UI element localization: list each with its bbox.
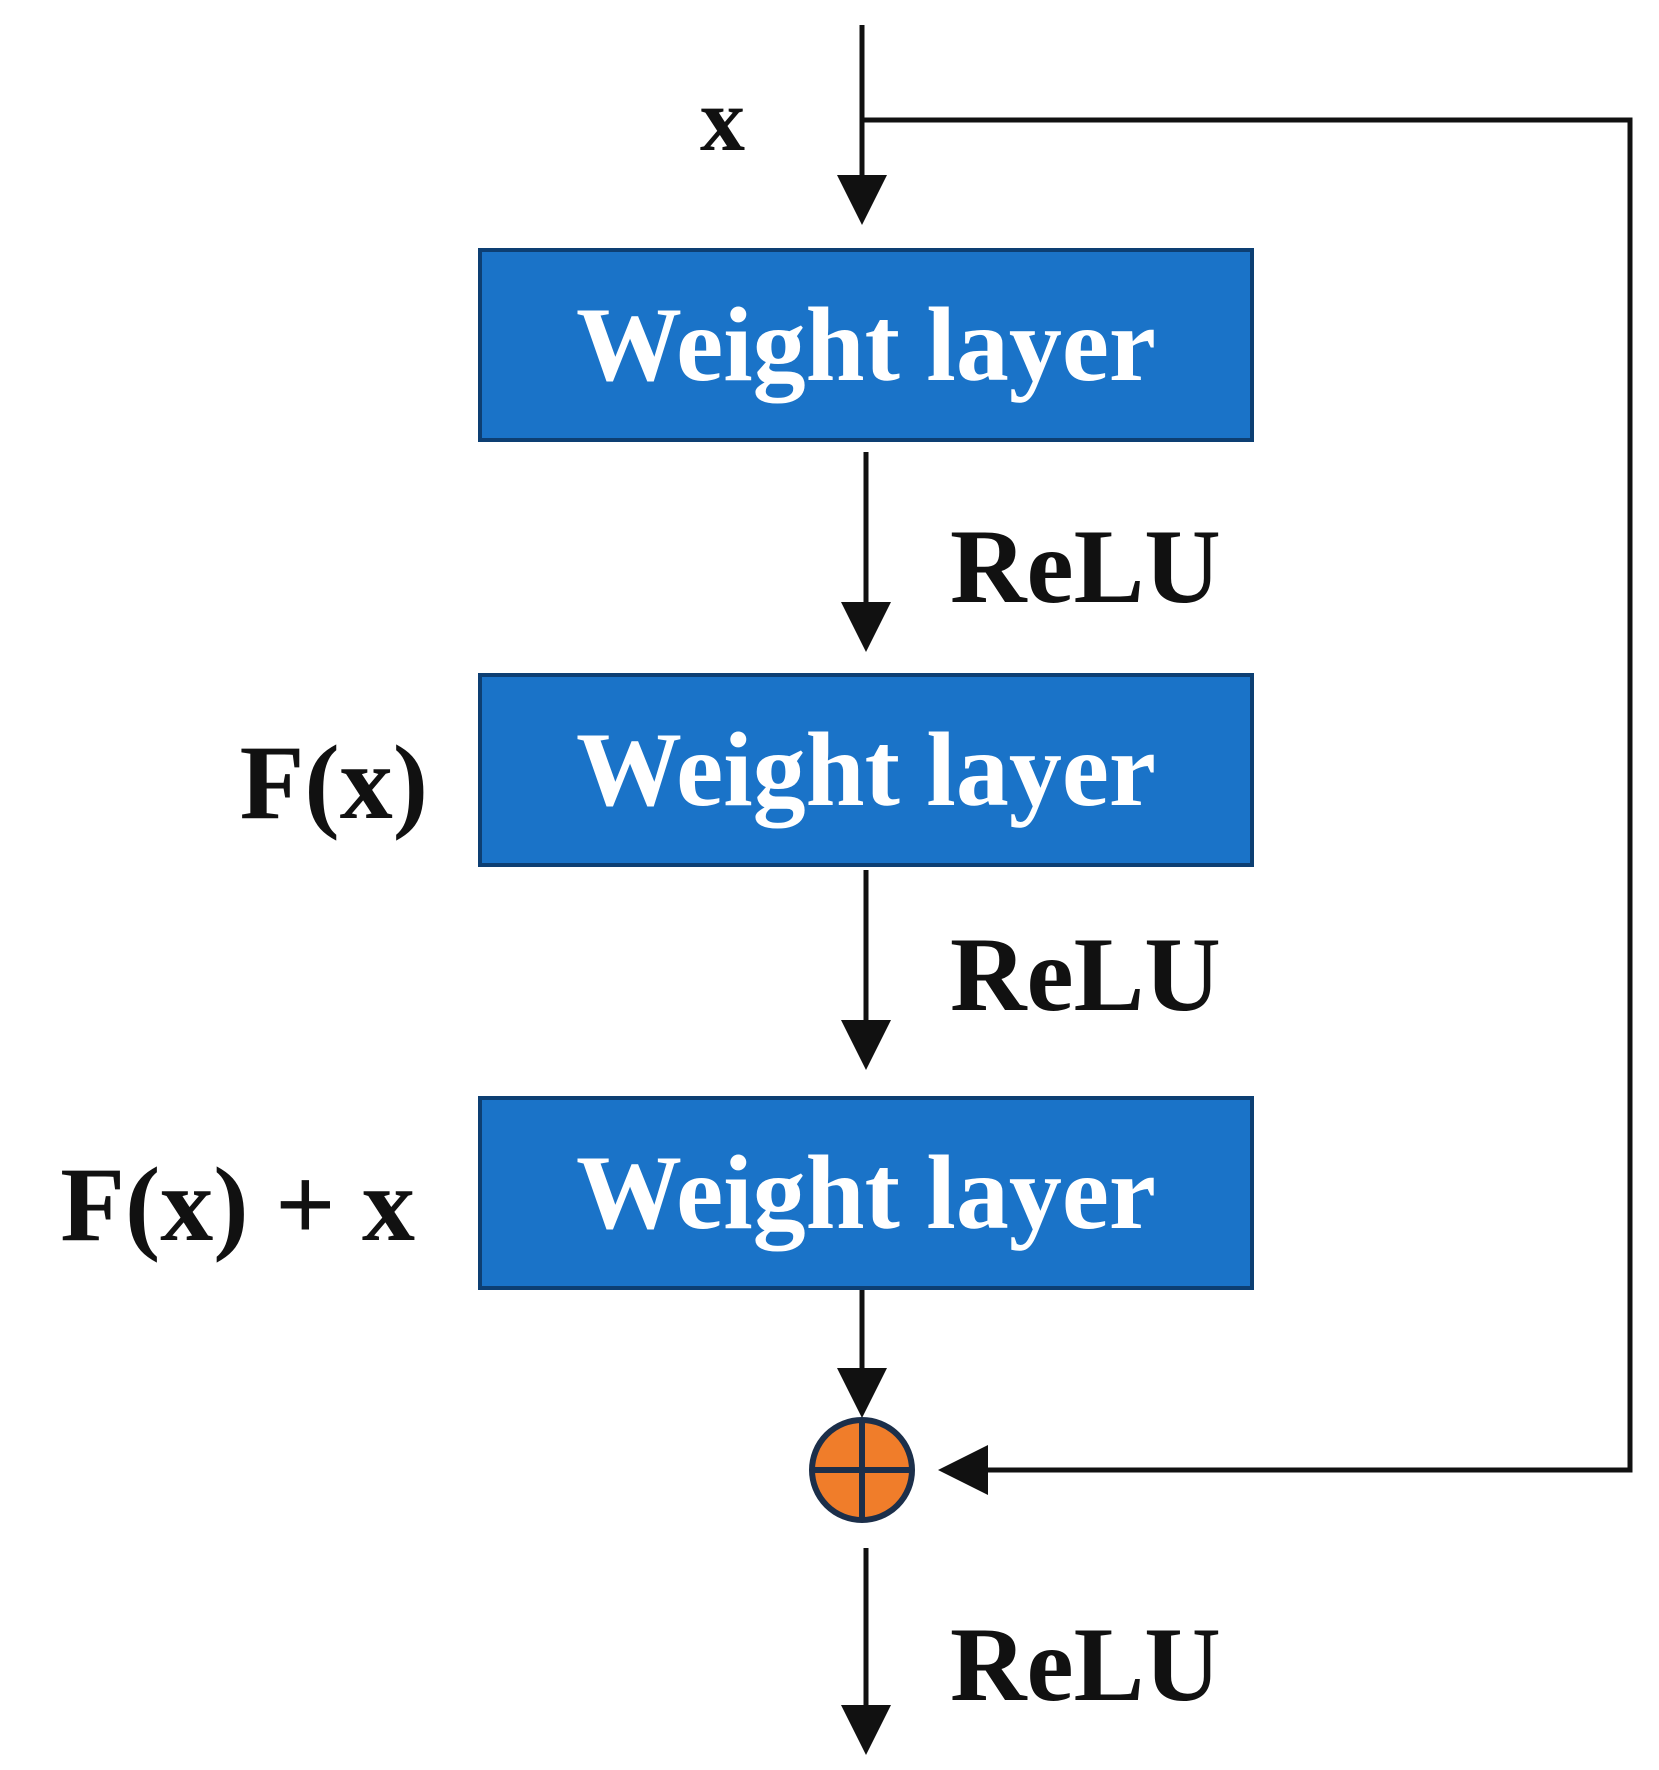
adder-plus-icon bbox=[809, 1417, 915, 1523]
skip-connection bbox=[862, 117, 1633, 1495]
weight-layer-2-label: Weight layer bbox=[576, 711, 1156, 828]
relu-label-2: ReLU bbox=[950, 916, 1221, 1033]
fx-plus-x-label: F(x) + x bbox=[60, 1146, 415, 1263]
relu-label-3: ReLU bbox=[950, 1606, 1221, 1723]
relu-label-1: ReLU bbox=[950, 508, 1221, 625]
fx-label: F(x) bbox=[240, 724, 428, 841]
weight-layer-3-label: Weight layer bbox=[576, 1134, 1156, 1251]
weight-layer-2: Weight layer bbox=[478, 673, 1254, 867]
weight-layer-3: Weight layer bbox=[478, 1096, 1254, 1290]
input-label: x bbox=[700, 71, 745, 170]
weight-layer-1-label: Weight layer bbox=[576, 286, 1156, 403]
weight-layer-1: Weight layer bbox=[478, 248, 1254, 442]
